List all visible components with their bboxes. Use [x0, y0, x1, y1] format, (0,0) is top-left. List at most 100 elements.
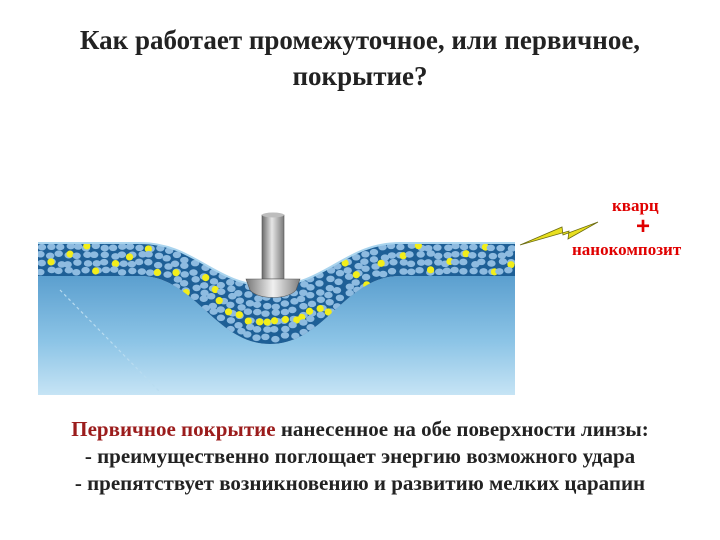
- coating-bead: [170, 260, 180, 268]
- coating-bead: [216, 306, 225, 313]
- coating-bead: [172, 251, 182, 259]
- coating-bead: [498, 258, 508, 265]
- indenter: [245, 212, 301, 298]
- coating-bead: [54, 250, 63, 257]
- quartz-particle: [324, 308, 332, 316]
- coating-bead: [495, 268, 504, 275]
- coating-bead: [406, 260, 416, 268]
- coating-bead: [416, 259, 426, 266]
- coating-bead: [208, 302, 218, 310]
- coating-bead: [380, 254, 390, 261]
- coating-bead: [399, 259, 408, 266]
- coating-bead: [66, 243, 76, 250]
- coating-bead: [134, 258, 144, 266]
- quartz-particle: [202, 274, 210, 282]
- coating-bead: [180, 262, 189, 269]
- coating-bead: [189, 269, 198, 276]
- coating-bead: [226, 317, 236, 324]
- coating-bead: [451, 250, 460, 258]
- coating-bead: [144, 258, 153, 266]
- coating-bead: [443, 251, 452, 259]
- quartz-particle: [316, 304, 324, 313]
- quartz-particle: [224, 308, 233, 316]
- coating-bead: [433, 244, 442, 251]
- coating-bead: [344, 273, 354, 280]
- quartz-particle: [172, 269, 180, 277]
- coating-bead: [316, 289, 325, 296]
- coating-bead: [334, 278, 343, 286]
- coating-bead: [253, 308, 262, 316]
- coating-bead: [496, 244, 505, 252]
- quartz-particle: [462, 250, 470, 258]
- quartz-particle: [66, 250, 74, 258]
- coating-bead: [306, 315, 315, 323]
- coating-bead: [261, 310, 270, 317]
- coating-bead: [127, 260, 137, 268]
- label-plus: +: [636, 213, 651, 240]
- coating-bead: [45, 252, 55, 260]
- quartz-particle: [92, 267, 100, 275]
- coating-bead: [252, 334, 261, 342]
- coating-bead: [345, 283, 355, 291]
- coating-bead: [81, 266, 90, 274]
- coating-bead: [290, 297, 299, 305]
- coating-bead: [83, 251, 92, 259]
- coating-bead: [216, 314, 226, 322]
- quartz-particle: [305, 307, 314, 315]
- quartz-particle: [144, 245, 152, 253]
- coating-bead: [271, 309, 280, 316]
- coating-bead: [73, 259, 82, 266]
- coating-bead: [442, 267, 452, 275]
- coating-bead: [164, 263, 173, 270]
- coating-bead: [469, 267, 478, 275]
- coating-bead: [306, 291, 315, 299]
- quartz-particle: [215, 297, 223, 305]
- coating-bead: [352, 253, 361, 261]
- coating-bead: [216, 281, 226, 289]
- coating-bead: [326, 275, 335, 283]
- coating-bead: [226, 279, 235, 286]
- coating-bead: [343, 267, 352, 274]
- coating-bead: [99, 258, 109, 266]
- coating-bead: [280, 332, 290, 339]
- quartz-particle: [507, 261, 515, 269]
- coating-bead: [504, 266, 513, 274]
- coating-bead: [117, 251, 127, 258]
- coating-bead: [497, 252, 507, 259]
- coating-bead: [387, 252, 397, 259]
- quartz-particle: [281, 315, 290, 324]
- coating-bead: [316, 311, 326, 319]
- coating-bead: [450, 266, 459, 274]
- coating-bead: [47, 243, 56, 251]
- coating-bead: [153, 261, 163, 269]
- coating-bead: [192, 284, 201, 292]
- coating-bead: [459, 258, 468, 266]
- coating-bead: [271, 335, 280, 343]
- coating-bead: [64, 266, 73, 274]
- coating-bead: [243, 308, 253, 315]
- coating-bead: [299, 319, 308, 326]
- coating-bead: [145, 269, 155, 276]
- coating-bead: [92, 260, 101, 267]
- coating-bead: [38, 259, 46, 267]
- coating-bead: [162, 254, 171, 262]
- caption-line-1: Первичное покрытие нанесенное на обе пов…: [0, 416, 720, 443]
- coating-bead: [325, 298, 334, 306]
- coating-bead: [296, 295, 306, 303]
- coating-bead: [199, 282, 209, 289]
- label-quartz: кварц: [612, 196, 659, 215]
- coating-bead: [137, 268, 147, 275]
- coating-bead: [280, 300, 290, 307]
- coating-bead: [360, 258, 369, 266]
- coating-bead: [316, 296, 326, 303]
- coating-bead: [389, 258, 398, 266]
- lens-substrate: [38, 276, 515, 395]
- coating-bead: [57, 261, 66, 268]
- coating-bead: [332, 286, 342, 294]
- coating-bead: [378, 270, 388, 278]
- coating-bead: [369, 248, 379, 256]
- coating-bead: [138, 250, 147, 258]
- coating-bead: [135, 244, 144, 252]
- coating-bead: [354, 262, 363, 270]
- coating-bead: [237, 304, 246, 311]
